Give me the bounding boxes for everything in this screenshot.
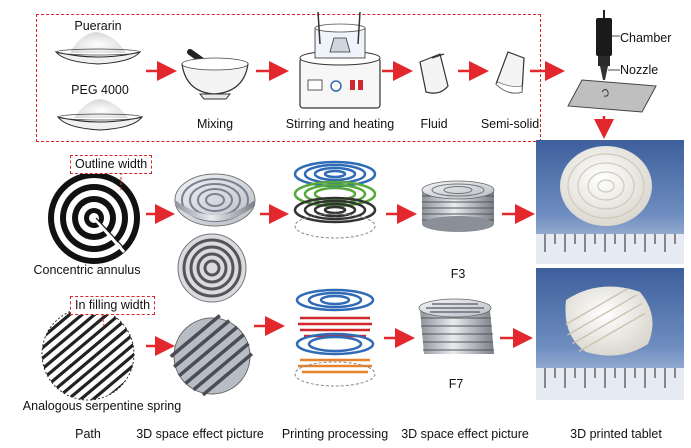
mortar-pestle-icon	[181, 49, 249, 100]
column-path: Path	[75, 427, 101, 441]
fluid-label: Fluid	[420, 117, 448, 131]
serpentine-3d-disc-icon	[169, 314, 254, 397]
f7-label: F7	[448, 377, 464, 391]
peg-dish-icon	[56, 99, 144, 131]
peg-label: PEG 4000	[71, 83, 129, 97]
chamber-label: Chamber	[620, 31, 672, 45]
column-3d-space-2: 3D space effect picture	[401, 427, 529, 441]
printer-syringe-icon	[567, 10, 657, 113]
serpentine-label: Analogous serpentine spring	[22, 399, 182, 413]
serpentine-layers-icon	[294, 288, 376, 387]
column-3d-space-1: 3D space effect picture	[136, 427, 264, 441]
concentric-layers-icon	[293, 160, 377, 239]
semisolid-flask-icon	[495, 51, 525, 94]
concentric-3d-disc-icon	[174, 173, 256, 227]
fluid-flask-icon	[419, 53, 449, 94]
infilling-width-callout: In filling width	[70, 296, 156, 315]
concentric-annulus-label: Concentric annulus	[33, 263, 141, 277]
puerarin-label: Puerarin	[74, 19, 122, 33]
f7-cylinder-icon	[418, 298, 494, 354]
serpentine-path-icon	[41, 307, 135, 401]
column-printing-processing: Printing processing	[281, 427, 389, 441]
concentric-3d-front-icon	[177, 233, 247, 303]
puerarin-dish-icon	[54, 32, 142, 65]
mixing-label: Mixing	[196, 117, 234, 131]
semisolid-label: Semi-solid	[480, 117, 540, 131]
f7-tablet-photo	[536, 268, 684, 400]
column-3d-printed-tablet: 3D printed tablet	[570, 427, 662, 441]
f3-tablet-photo	[536, 140, 684, 264]
f3-label: F3	[450, 267, 466, 281]
outline-width-callout: Outline width	[70, 155, 153, 174]
f3-cylinder-icon	[421, 180, 495, 232]
nozzle-label: Nozzle	[620, 63, 659, 77]
stirring-heater-icon	[299, 11, 381, 109]
concentric-path-icon	[48, 172, 140, 264]
stirring-label: Stirring and heating	[285, 117, 395, 131]
